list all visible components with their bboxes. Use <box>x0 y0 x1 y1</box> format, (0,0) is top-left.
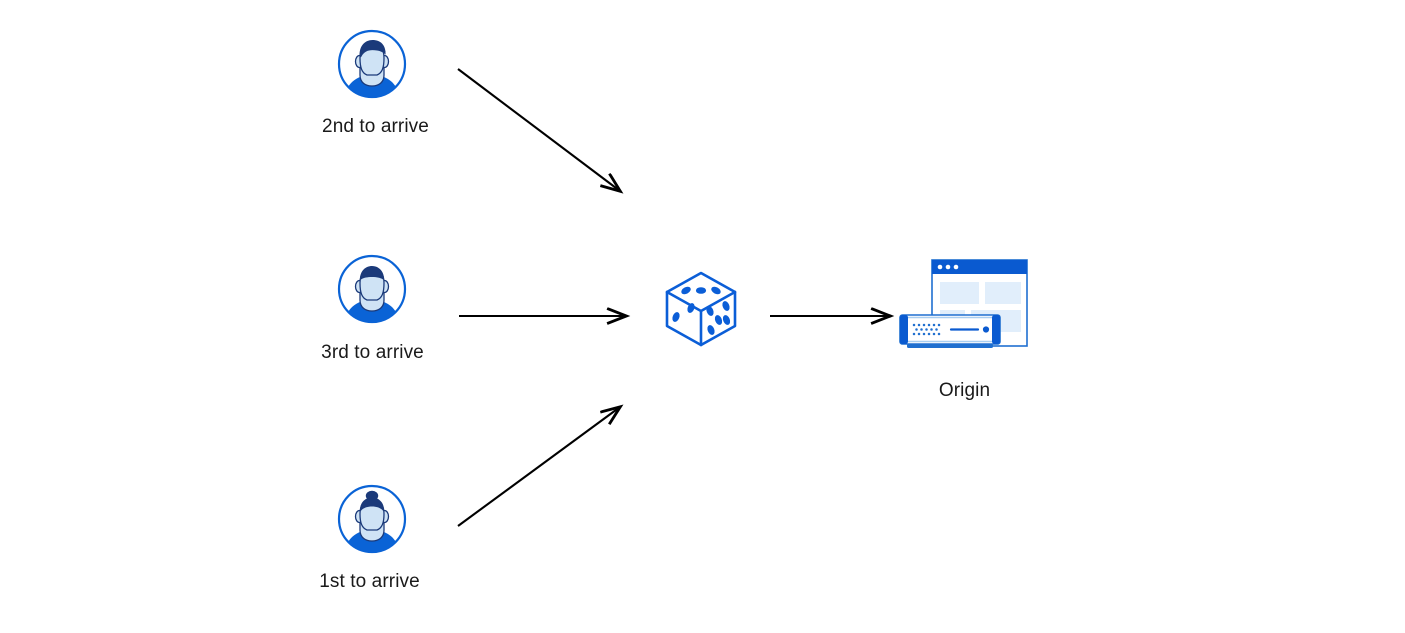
origin-label: Origin <box>938 380 991 401</box>
user-avatar-icon <box>336 483 408 555</box>
dice-icon <box>660 268 742 350</box>
arrow-1st-to-dice <box>457 407 620 527</box>
user-avatar-icon <box>336 28 408 100</box>
client-label-1st: 1st to arrive <box>319 571 420 592</box>
client-label-3rd: 3rd to arrive <box>321 342 424 363</box>
origin-server-icon <box>895 256 1031 362</box>
client-label-2nd: 2nd to arrive <box>322 116 429 137</box>
browser-dot <box>945 264 951 270</box>
browser-dot <box>953 264 959 270</box>
user-avatar-icon <box>336 253 408 325</box>
browser-dot <box>937 264 943 270</box>
